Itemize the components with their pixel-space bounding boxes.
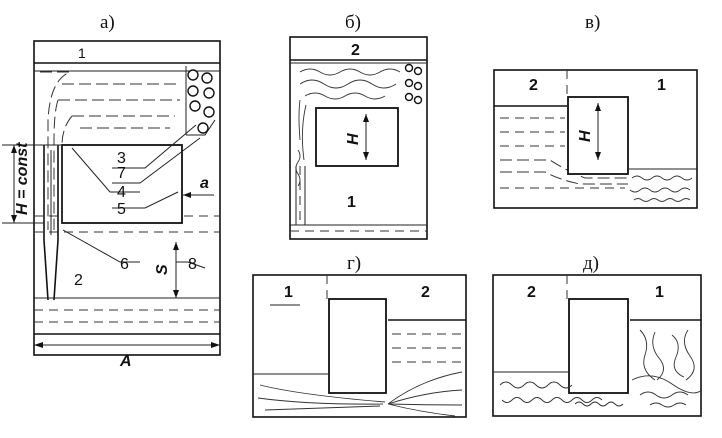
flow-swirl [299, 68, 401, 76]
label-8: 8 [188, 256, 197, 273]
air-bubble [189, 100, 201, 112]
panel-d-label-2: 2 [527, 284, 536, 301]
flow-line [500, 159, 628, 179]
label-7: 7 [117, 165, 126, 182]
dim-S-label: S [154, 264, 171, 275]
panel-g-frame [252, 274, 467, 418]
panel-a-shaft-outlet [186, 119, 216, 136]
panel-a-jet-left [43, 145, 49, 301]
dim-H-label: H [577, 130, 594, 142]
turbulence [574, 401, 624, 407]
panel-a-frame [33, 40, 221, 356]
panel-v-caption: в) [585, 12, 600, 33]
turbulence [629, 175, 693, 202]
air-bubble [404, 78, 414, 88]
panel-a-jet-right [53, 145, 59, 301]
panel-b: б) 2 H 1 [289, 12, 428, 240]
turbulence [499, 381, 603, 403]
leader-5 [112, 191, 179, 209]
dim-H-label: H [345, 133, 362, 145]
panel-d: д) 2 1 [492, 253, 703, 417]
panel-g-gate [328, 298, 387, 394]
panel-a-streamline [53, 99, 180, 230]
leader-4 [71, 147, 140, 193]
flow-swirl [304, 92, 386, 100]
label-2: 2 [74, 272, 83, 289]
panel-a-caption: а) [100, 12, 115, 33]
label-4: 4 [117, 184, 126, 201]
leader-7 [112, 137, 201, 184]
jet-fan [387, 371, 463, 417]
dim-A-label: A [119, 353, 132, 370]
flow-line [257, 384, 386, 411]
leader-3 [112, 124, 197, 169]
label-5: 5 [117, 201, 126, 218]
dim-a-label: a [200, 175, 209, 192]
panel-g-label-2: 2 [421, 284, 430, 301]
air-bubble [197, 122, 209, 134]
panel-a-streamline [40, 71, 71, 230]
air-bubble [413, 66, 423, 76]
turbulence [631, 329, 703, 394]
air-bubble [413, 81, 423, 91]
panel-v-label-1: 1 [657, 77, 666, 94]
air-bubble [413, 95, 423, 105]
panel-a-streamline [61, 115, 175, 146]
label-6: 6 [120, 256, 129, 273]
panel-b-gate [315, 107, 399, 167]
dim-a-arrow [183, 192, 191, 198]
panel-g-caption: г) [347, 253, 361, 274]
air-bubble [404, 92, 414, 102]
air-bubble [201, 72, 213, 84]
panel-g: г) 1 2 [252, 253, 467, 418]
panel-v-frame [493, 69, 698, 209]
air-bubble [203, 87, 215, 99]
panel-b-frame [289, 36, 428, 240]
panel-g-label-1: 1 [284, 284, 293, 301]
turbulence [639, 391, 689, 408]
air-bubble [203, 106, 215, 118]
label-1: 1 [78, 45, 86, 61]
leader-8 [176, 261, 206, 269]
air-bubble [187, 69, 199, 81]
panel-a: а) 3 7 4 [2, 12, 221, 370]
dim-H-label: H = const [14, 142, 31, 215]
flow-line [500, 171, 628, 185]
dim-H-arrows [11, 145, 17, 223]
panel-b-caption: б) [345, 12, 361, 33]
panel-v-label-2: 2 [529, 77, 538, 94]
panel-v: в) 2 1 H [493, 12, 698, 209]
panel-a-gate [61, 144, 183, 224]
panel-d-caption: д) [583, 253, 599, 274]
air-bubble [187, 85, 199, 97]
leader-6 [62, 229, 140, 263]
panel-b-label-1: 1 [347, 194, 356, 211]
panel-b-label-2: 2 [351, 42, 360, 59]
label-3: 3 [117, 150, 126, 167]
air-bubble [404, 63, 414, 73]
panel-d-gate [568, 298, 629, 394]
panel-d-frame [492, 274, 702, 417]
flow-swirl [299, 79, 397, 89]
panel-d-label-1: 1 [655, 284, 664, 301]
